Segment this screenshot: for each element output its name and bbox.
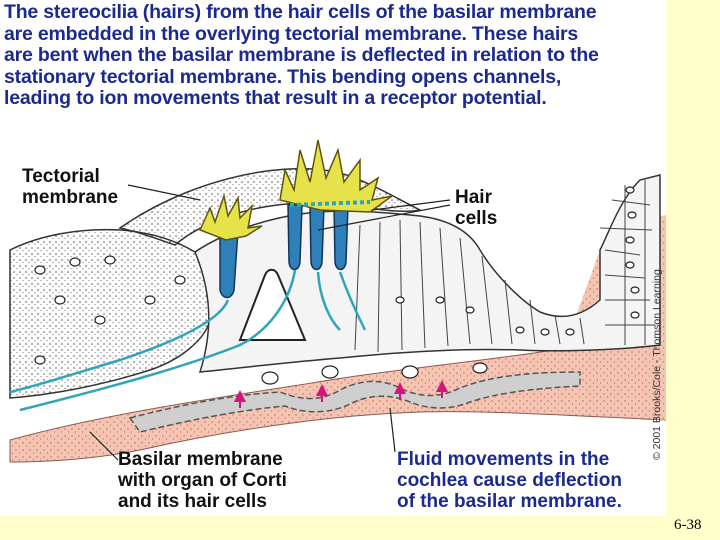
- figure-caption: The stereocilia (hairs) from the hair ce…: [4, 1, 664, 110]
- copyright-credit: © 2001 Brooks/Cole - Thomson Learning: [651, 269, 663, 460]
- fluid-label-line-1: Fluid movements in the: [397, 449, 610, 470]
- basilar-label-line-3: and its hair cells: [118, 491, 267, 512]
- fluid-layer: [128, 371, 581, 433]
- stereocilia-inner: [198, 193, 263, 241]
- credit-text: © 2001 Brooks/Cole - Thomson Learning: [651, 269, 663, 460]
- tectorial-label-line-2: membrane: [22, 187, 119, 208]
- nerve-fibers: [9, 269, 367, 412]
- organ-of-corti-illustration: [9, 139, 666, 463]
- hair-cells-label: Hair cells: [455, 187, 497, 229]
- figure-panel: The stereocilia (hairs) from the hair ce…: [0, 0, 666, 516]
- spiral-limbus: [9, 228, 213, 399]
- deflection-arrows: [234, 380, 448, 408]
- fluid-label-line-3: of the basilar membrane.: [397, 491, 622, 512]
- leader-lines: [89, 184, 451, 461]
- outer-hair-cells: [287, 204, 349, 271]
- caption-line-2: are embedded in the overlying tectorial …: [4, 22, 579, 45]
- hair-cells-label-line-2: cells: [455, 208, 498, 229]
- cell-boundaries: [354, 180, 655, 353]
- tectorial-label-line-1: Tectorial: [22, 166, 100, 187]
- basilar-label-line-1: Basilar membrane: [118, 449, 283, 470]
- fluid-label-line-2: cochlea cause deflection: [397, 470, 622, 491]
- caption-line-5: leading to ion movements that result in …: [4, 87, 547, 109]
- caption-line-4: stationary tectorial membrane. This bend…: [4, 65, 562, 88]
- cell-nuclei: [34, 186, 640, 385]
- basilar-label-line-2: with organ of Corti: [118, 470, 287, 491]
- hair-cells-label-line-1: Hair: [455, 187, 492, 208]
- tunnel-of-corti: [238, 268, 307, 341]
- page-number: 6-38: [674, 517, 702, 533]
- basilar-membrane-label: Basilar membrane with organ of Corti and…: [118, 449, 287, 512]
- inner-hair-cell: [219, 229, 239, 299]
- fluid-movements-label: Fluid movements in the cochlea cause def…: [397, 449, 622, 512]
- stereocilia-outer: [279, 139, 393, 213]
- tectorial-membrane-label: Tectorial membrane: [22, 166, 118, 208]
- caption-line-3: are bent when the basilar membrane is de…: [4, 44, 599, 66]
- caption-line-1: The stereocilia (hairs) from the hair ce…: [4, 1, 597, 23]
